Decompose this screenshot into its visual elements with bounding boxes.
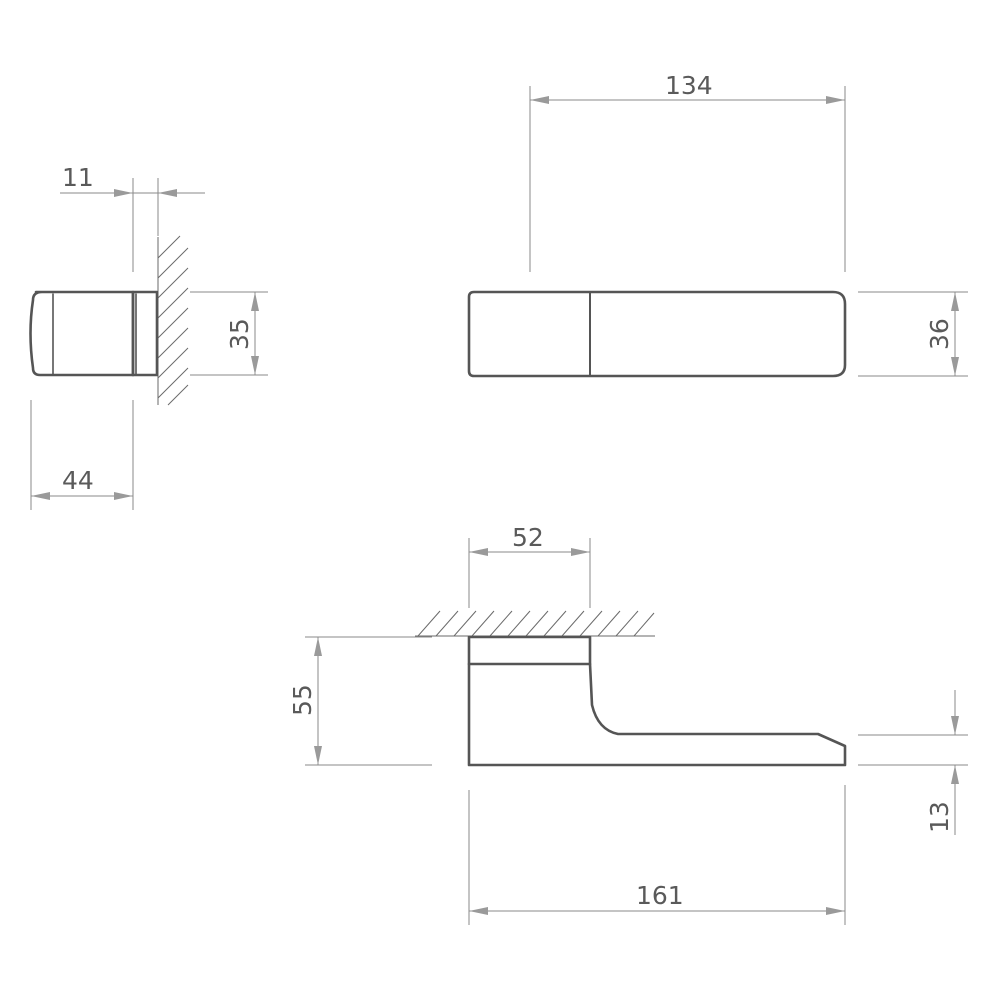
dim-label-11: 11 [62,163,94,192]
lever-top-outline [467,290,847,378]
dimension-rose-offset: 11 [60,163,205,272]
dim-label-44: 44 [62,466,94,495]
wall-hatch-front [415,610,655,637]
dim-label-13: 13 [925,801,954,833]
side-view: 11 35 44 [29,163,268,510]
lever-front-profile [467,662,847,767]
dimension-rose-depth: 44 [30,400,134,510]
dimension-overall-length: 161 [468,785,846,925]
rose-side [131,290,159,377]
dim-label-55: 55 [288,684,317,716]
dim-label-35: 35 [225,318,254,350]
dimension-grip-length: 134 [529,71,846,272]
rose-front [467,635,592,666]
dim-label-134: 134 [665,71,713,100]
dim-label-52: 52 [512,523,544,552]
dimension-rose-width: 52 [468,523,591,608]
front-view: 52 55 13 161 [288,523,968,925]
dimension-projection: 55 [288,636,432,766]
dim-label-36: 36 [925,318,954,350]
dimension-lever-thickness: 13 [858,690,968,835]
dim-label-161: 161 [636,881,684,910]
dimension-rose-height: 35 [190,291,268,376]
dimension-grip-height: 36 [858,291,968,377]
top-view: 134 36 [467,71,968,378]
lever-side-profile [29,290,135,377]
wall-hatch-side [157,235,189,406]
